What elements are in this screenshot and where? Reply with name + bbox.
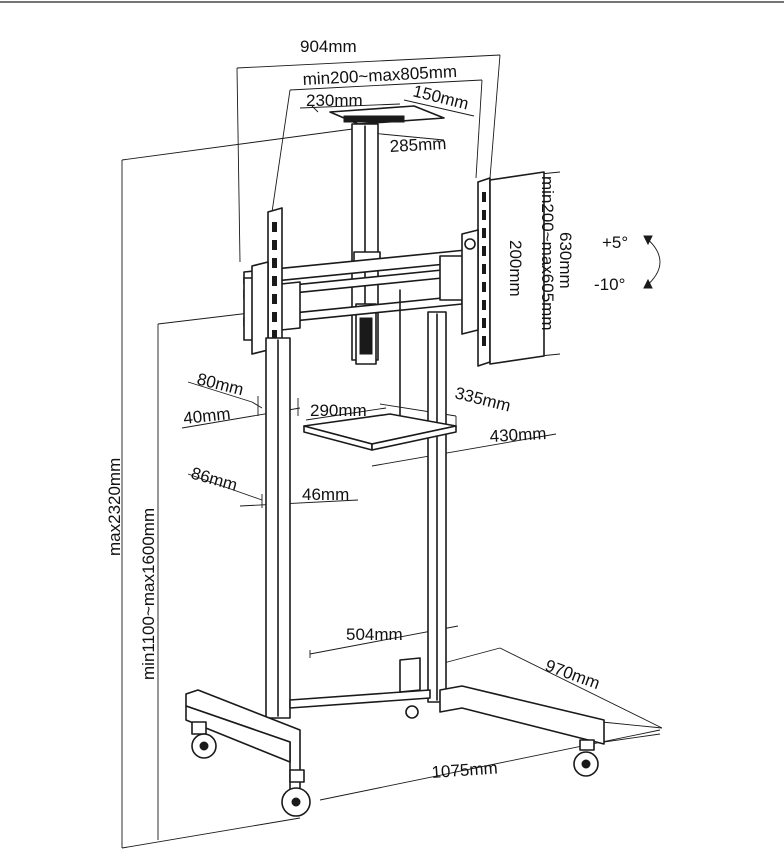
label-mount-height: min1100~max1600mm [139, 508, 158, 680]
label-40: 40mm [182, 404, 231, 428]
label-1075: 1075mm [431, 758, 498, 782]
display-panel [489, 171, 545, 365]
caster-wheels [191, 705, 599, 817]
label-vesa-width: min200~max805mm [302, 62, 457, 89]
label-430: 430mm [489, 424, 547, 446]
label-285: 285mm [389, 134, 447, 156]
label-504: 504mm [346, 625, 403, 644]
label-335: 335mm [453, 383, 513, 415]
label-tilt-up: +5° [602, 233, 628, 252]
label-200: 200mm [506, 240, 525, 297]
label-tilt-down: -10° [594, 275, 625, 294]
label-86: 86mm [189, 464, 240, 495]
label-vesa-height: min200~max605mm [538, 176, 557, 331]
label-46: 46mm [302, 485, 349, 504]
label-230: 230mm [306, 91, 363, 110]
label-970: 970mm [543, 656, 603, 693]
foot-right [439, 685, 605, 745]
label-904: 904mm [300, 37, 357, 56]
label-290: 290mm [310, 401, 367, 420]
label-630: 630mm [556, 232, 575, 289]
label-80: 80mm [195, 369, 245, 399]
label-total-height: max2320mm [105, 458, 124, 556]
stand-illustration [185, 105, 605, 817]
